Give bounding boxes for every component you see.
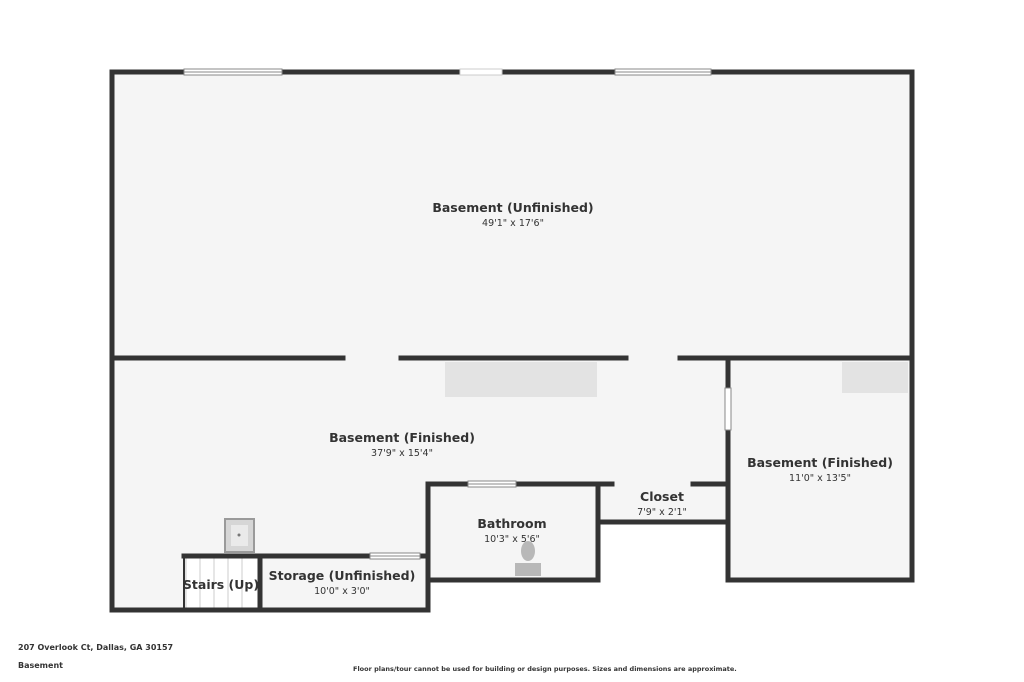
- exterior-cutouts: [428, 360, 924, 620]
- counter-fixture: [445, 362, 597, 397]
- room-name-right-finished: Basement (Finished): [747, 455, 893, 470]
- windows: [183, 68, 732, 560]
- room-labels: Basement (Unfinished) 49'1" x 17'6" Base…: [183, 200, 893, 597]
- stairs-icon: [185, 557, 259, 609]
- room-dims-main-unfinished: 49'1" x 17'6": [482, 218, 544, 229]
- fixtures: [185, 362, 908, 609]
- walls: [109, 69, 915, 613]
- room-dims-closet: 7'9" x 2'1": [637, 507, 687, 518]
- toilet-icon: [515, 541, 541, 576]
- room-dims-right-finished: 11'0" x 13'5": [789, 473, 851, 484]
- room-name-main-unfinished: Basement (Unfinished): [432, 200, 593, 215]
- room-name-storage: Storage (Unfinished): [269, 568, 416, 583]
- room-name-main-finished: Basement (Finished): [329, 430, 475, 445]
- disclaimer-label: Floor plans/tour cannot be used for buil…: [353, 665, 737, 673]
- room-name-closet: Closet: [640, 489, 684, 504]
- window: [724, 387, 732, 431]
- room-name-bathroom: Bathroom: [477, 516, 546, 531]
- door-opening: [459, 68, 503, 76]
- room-name-stairs: Stairs (Up): [183, 577, 259, 592]
- room-dims-bathroom: 10'3" x 5'6": [484, 534, 540, 545]
- room-dims-storage: 10'0" x 3'0": [314, 586, 370, 597]
- room-dims-main-finished: 37'9" x 15'4": [371, 448, 433, 459]
- shelf-fixture: [842, 362, 908, 393]
- level-label: Basement: [18, 661, 63, 670]
- address-label: 207 Overlook Ct, Dallas, GA 30157: [18, 643, 174, 652]
